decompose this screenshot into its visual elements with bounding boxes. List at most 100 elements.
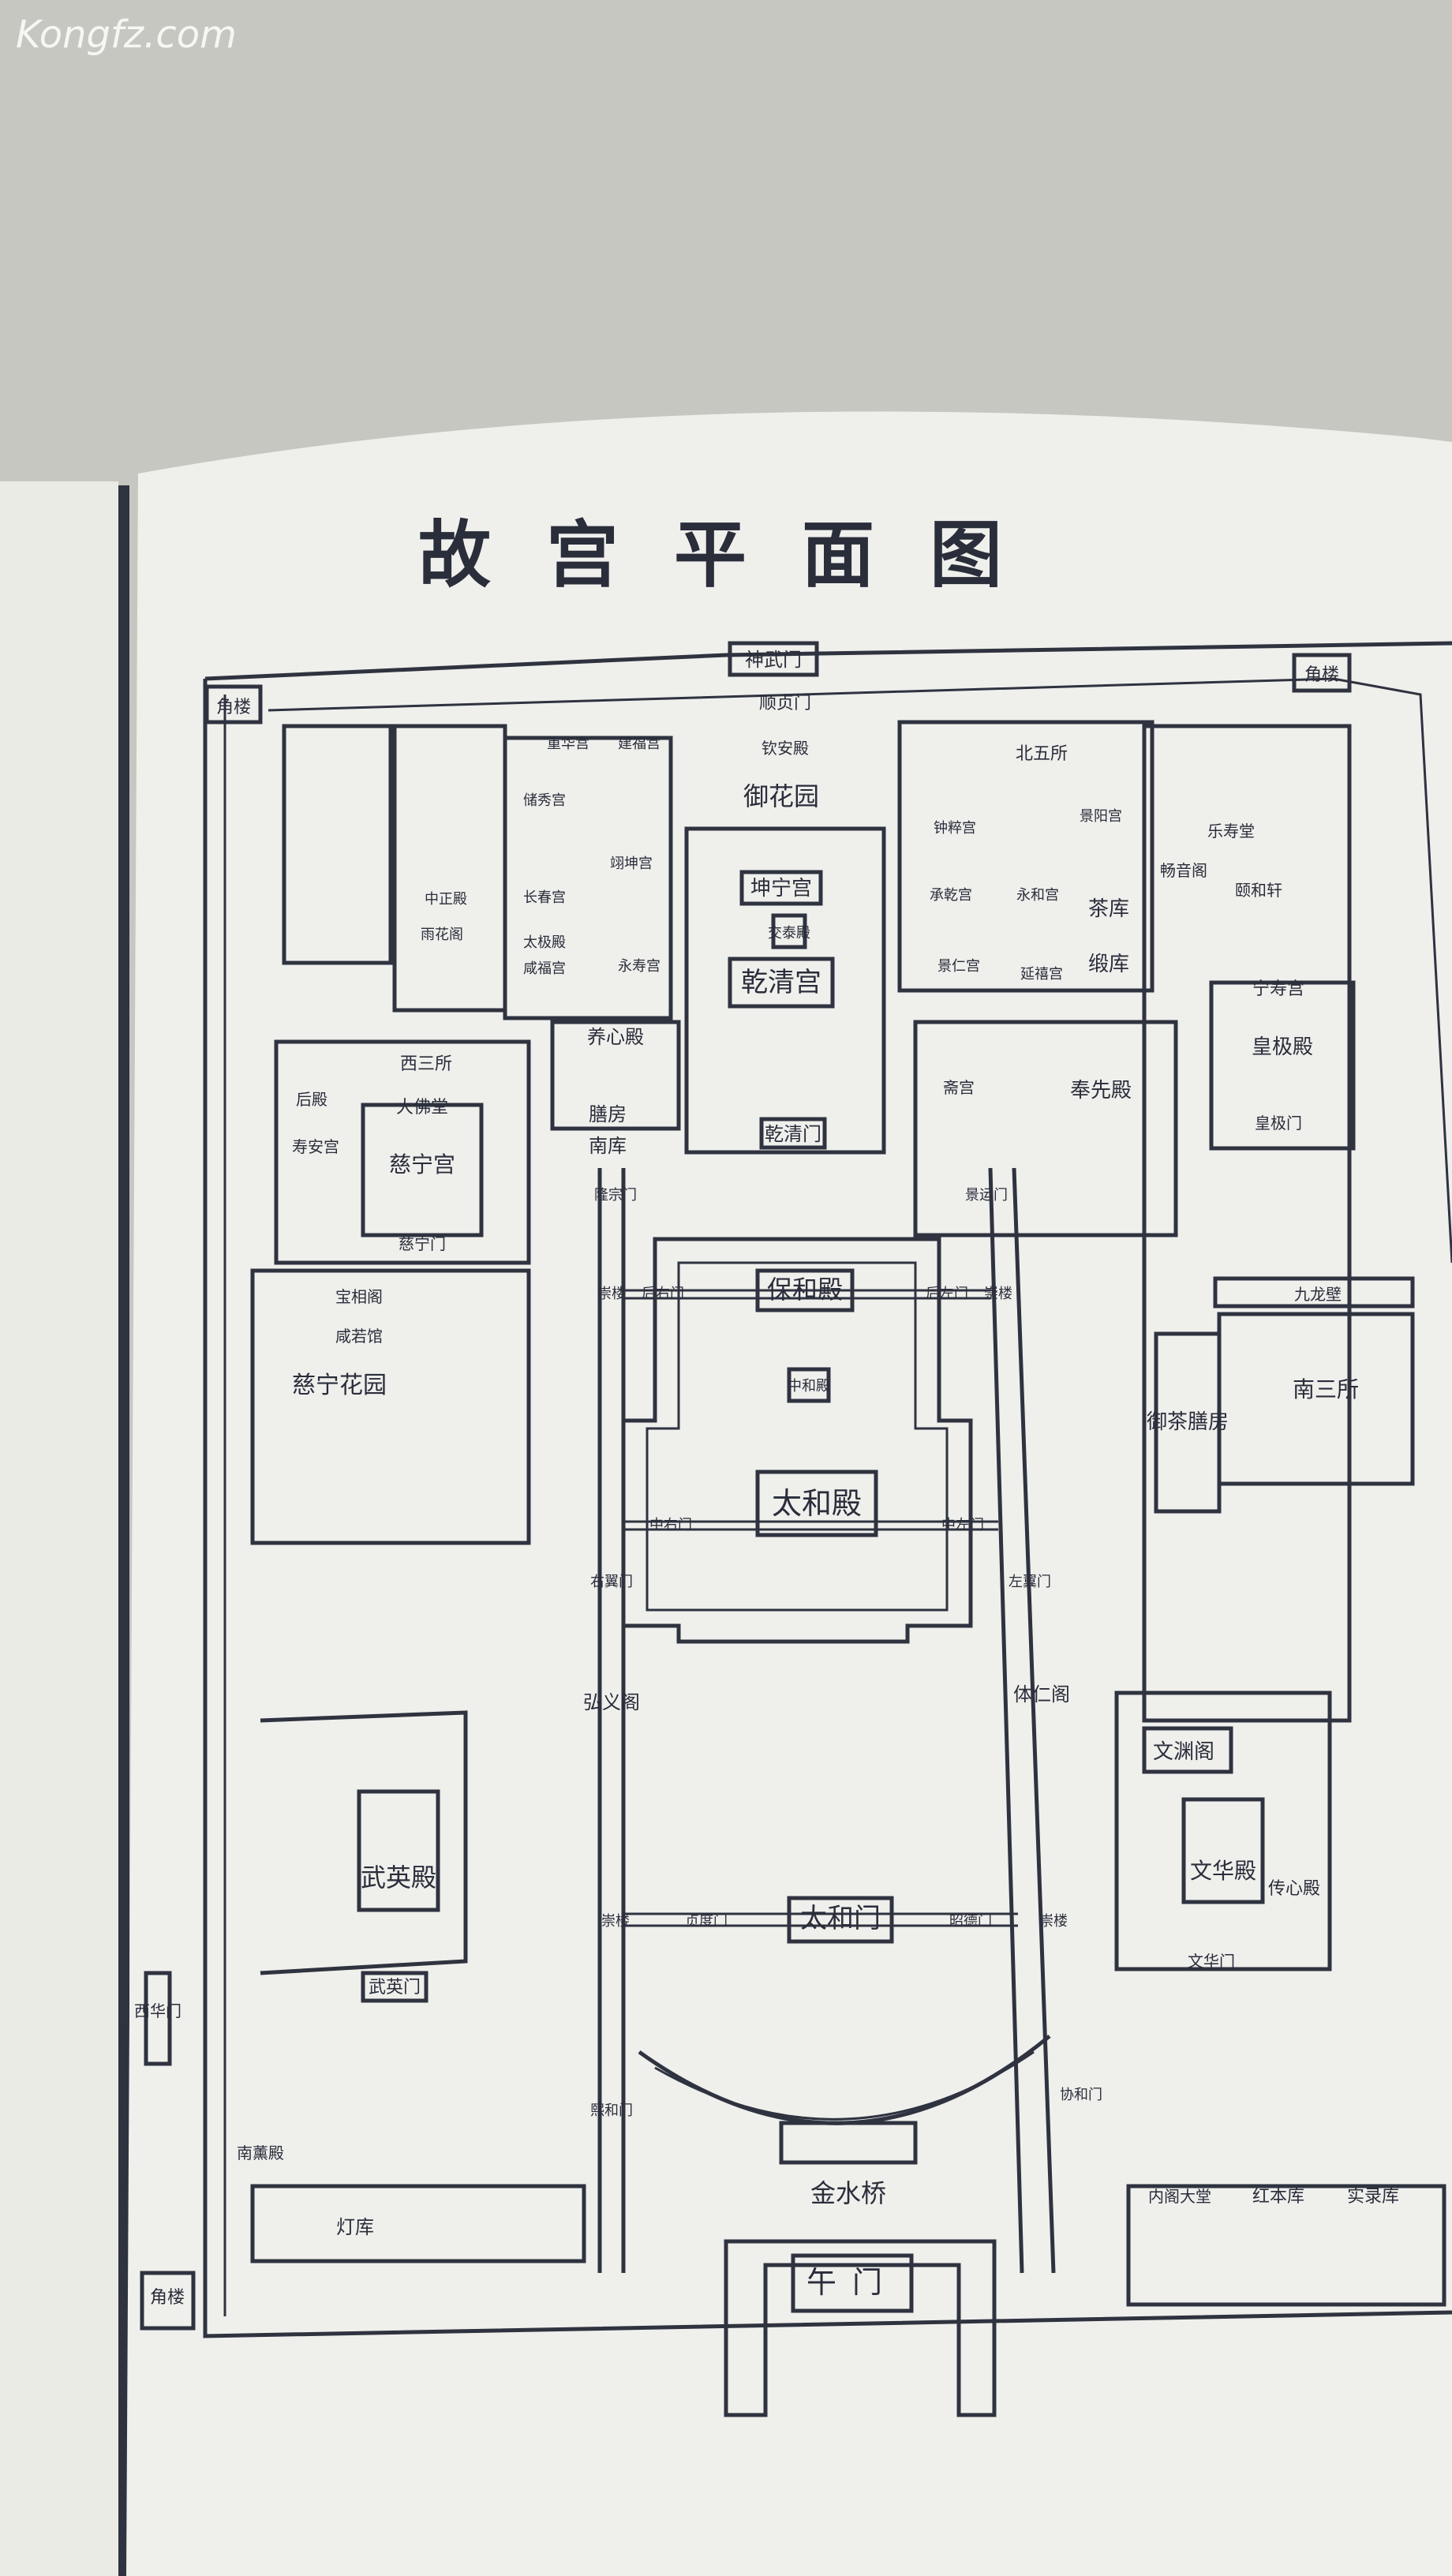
label-qianqinggong: 乾清宫 (741, 967, 821, 998)
yuchashanfang-building (1154, 1331, 1222, 1514)
label-chonglou-sw: 崇楼 (601, 1913, 630, 1930)
left-page (0, 481, 118, 2576)
label-houzuomen: 后左门 (926, 1286, 968, 1302)
label-xiehemen: 协和门 (1060, 2087, 1102, 2103)
map-labels: 神武门 角楼 角楼 角楼 顺贞门 御花园 钦安殿 坤宁宫 交泰殿 乾清宫 乾清门… (134, 649, 1399, 2308)
taihedian-building (755, 1470, 878, 1537)
label-yikungong: 翊坤宫 (610, 856, 653, 872)
fengxian-compound (913, 1020, 1178, 1237)
label-jiaotaidian: 交泰殿 (768, 925, 810, 942)
front-cross-corridor (623, 1912, 1018, 1927)
label-houdian: 后殿 (296, 1090, 327, 1109)
label-yangxindian: 养心殿 (587, 1026, 644, 1048)
label-shouangong: 寿安宫 (292, 1137, 339, 1156)
west-complex-1 (282, 724, 393, 965)
label-xianfugong: 咸福宫 (523, 960, 566, 977)
label-huangjidian: 皇极殿 (1252, 1035, 1313, 1059)
jiaotaidian-building (771, 913, 807, 949)
label-yonghegong: 永和宫 (1016, 887, 1059, 904)
label-shenwumen: 神武门 (745, 649, 802, 671)
label-jingrengong: 景仁宫 (937, 958, 980, 975)
wenhuadian-building (1181, 1797, 1265, 1904)
wuying-compound (260, 1710, 468, 1975)
label-huangjimen: 皇极门 (1255, 1114, 1302, 1133)
terrace-inner (646, 1261, 949, 1612)
label-changyinge: 畅音阁 (1160, 861, 1207, 880)
outer-wall-west (203, 679, 1452, 2338)
label-yihexuan: 颐和轩 (1235, 881, 1282, 900)
label-yanxigong: 延禧宫 (1020, 966, 1063, 983)
label-kunninggong: 坤宁宫 (750, 877, 812, 900)
label-duanku: 缎库 (1088, 953, 1129, 976)
label-xihuamen: 西华门 (134, 2001, 182, 2020)
label-taihedian: 太和殿 (772, 1486, 862, 1521)
dengku-compound (250, 2184, 586, 2263)
label-dengku: 灯库 (336, 2216, 374, 2238)
wenyuange-building (1142, 1726, 1233, 1774)
label-zhaodemen: 昭德门 (949, 1913, 992, 1930)
east-corridor (988, 1167, 1056, 2274)
rear-palace-compound (684, 826, 886, 1155)
corner-tower-ne (1292, 653, 1352, 693)
label-zhongcuigong: 钟粹宫 (934, 820, 976, 837)
cininggong-building (361, 1103, 484, 1237)
cining-garden-compound (250, 1268, 531, 1545)
label-jiaolou-sw: 角楼 (150, 2288, 185, 2308)
label-wenhuadian: 文华殿 (1190, 1858, 1256, 1884)
east-six-palaces (897, 720, 1154, 993)
qianqingmen-building (759, 1117, 827, 1150)
kunninggong-building (739, 870, 823, 906)
qianqinggong-building (728, 957, 835, 1009)
west-six-palaces (503, 736, 673, 1020)
label-xisansuo: 西三所 (400, 1054, 452, 1074)
label-youyimen: 右翼门 (590, 1574, 633, 1590)
label-zhongyoumen: 中右门 (649, 1517, 692, 1533)
label-cininghuayuan: 慈宁花园 (292, 1372, 387, 1399)
wuyingdian-building (357, 1789, 440, 1912)
label-nanxundian: 南薰殿 (237, 2144, 284, 2162)
wuyingmen-building (361, 1971, 428, 2003)
map-title: 故宫平面图 (418, 512, 1057, 597)
label-chaku: 茶库 (1088, 897, 1129, 921)
label-wenhuamen: 文华门 (1188, 1952, 1235, 1971)
label-dafotang: 大佛堂 (396, 1098, 448, 1118)
label-zhonghedian: 中和殿 (788, 1378, 830, 1395)
label-shunzhenmen: 顺贞门 (759, 694, 811, 713)
label-shiluku: 实录库 (1347, 2187, 1399, 2207)
label-baohedian: 保和殿 (767, 1275, 843, 1305)
label-yuhuayuan: 御花园 (743, 781, 819, 811)
label-taihemen: 太和门 (800, 1903, 881, 1934)
taihemen-building (787, 1896, 894, 1944)
label-ciningmen: 慈宁门 (399, 1234, 446, 1253)
label-wenyuange: 文渊阁 (1153, 1740, 1214, 1764)
label-jinshuiqiao: 金水桥 (810, 2178, 886, 2208)
label-zhongzuomen: 中左门 (941, 1517, 984, 1533)
label-nansansuo: 南三所 (1293, 1376, 1359, 1402)
map-page (126, 411, 1452, 2576)
label-zhendumen: 贞度门 (685, 1913, 728, 1930)
yangxindian-compound (550, 1020, 681, 1131)
label-chuanxindian: 传心殿 (1268, 1879, 1320, 1899)
wumen-wings (724, 2239, 997, 2417)
label-qinandian: 钦安殿 (762, 739, 809, 758)
label-beiwusuo: 北五所 (1016, 744, 1068, 764)
label-yuhuage: 雨花阁 (421, 927, 463, 943)
label-nanku: 南库 (589, 1135, 627, 1157)
label-chonghuagong: 重华宫 (547, 736, 589, 752)
book-spine (118, 485, 129, 2576)
label-cininggong: 慈宁宫 (389, 1151, 455, 1178)
label-jingyunmen: 景运门 (965, 1187, 1008, 1204)
label-jingyanggong: 景阳宫 (1080, 808, 1122, 825)
neige-compound (1126, 2184, 1446, 2307)
label-xiheimen: 熙和门 (590, 2102, 633, 2119)
inner-wall-north (268, 677, 1452, 1264)
label-changchungong: 长春宫 (523, 889, 566, 906)
label-wuyingdian: 武英殿 (361, 1863, 436, 1893)
label-longzongmen: 隆宗门 (594, 1187, 637, 1204)
huangjidian-compound (1209, 980, 1356, 1151)
label-chonglou-se: 崇楼 (1039, 1913, 1068, 1930)
label-baoxiangge: 宝相阁 (335, 1287, 383, 1306)
label-hongyige: 弘义阁 (583, 1691, 640, 1713)
outer-wall-north (204, 641, 1452, 681)
